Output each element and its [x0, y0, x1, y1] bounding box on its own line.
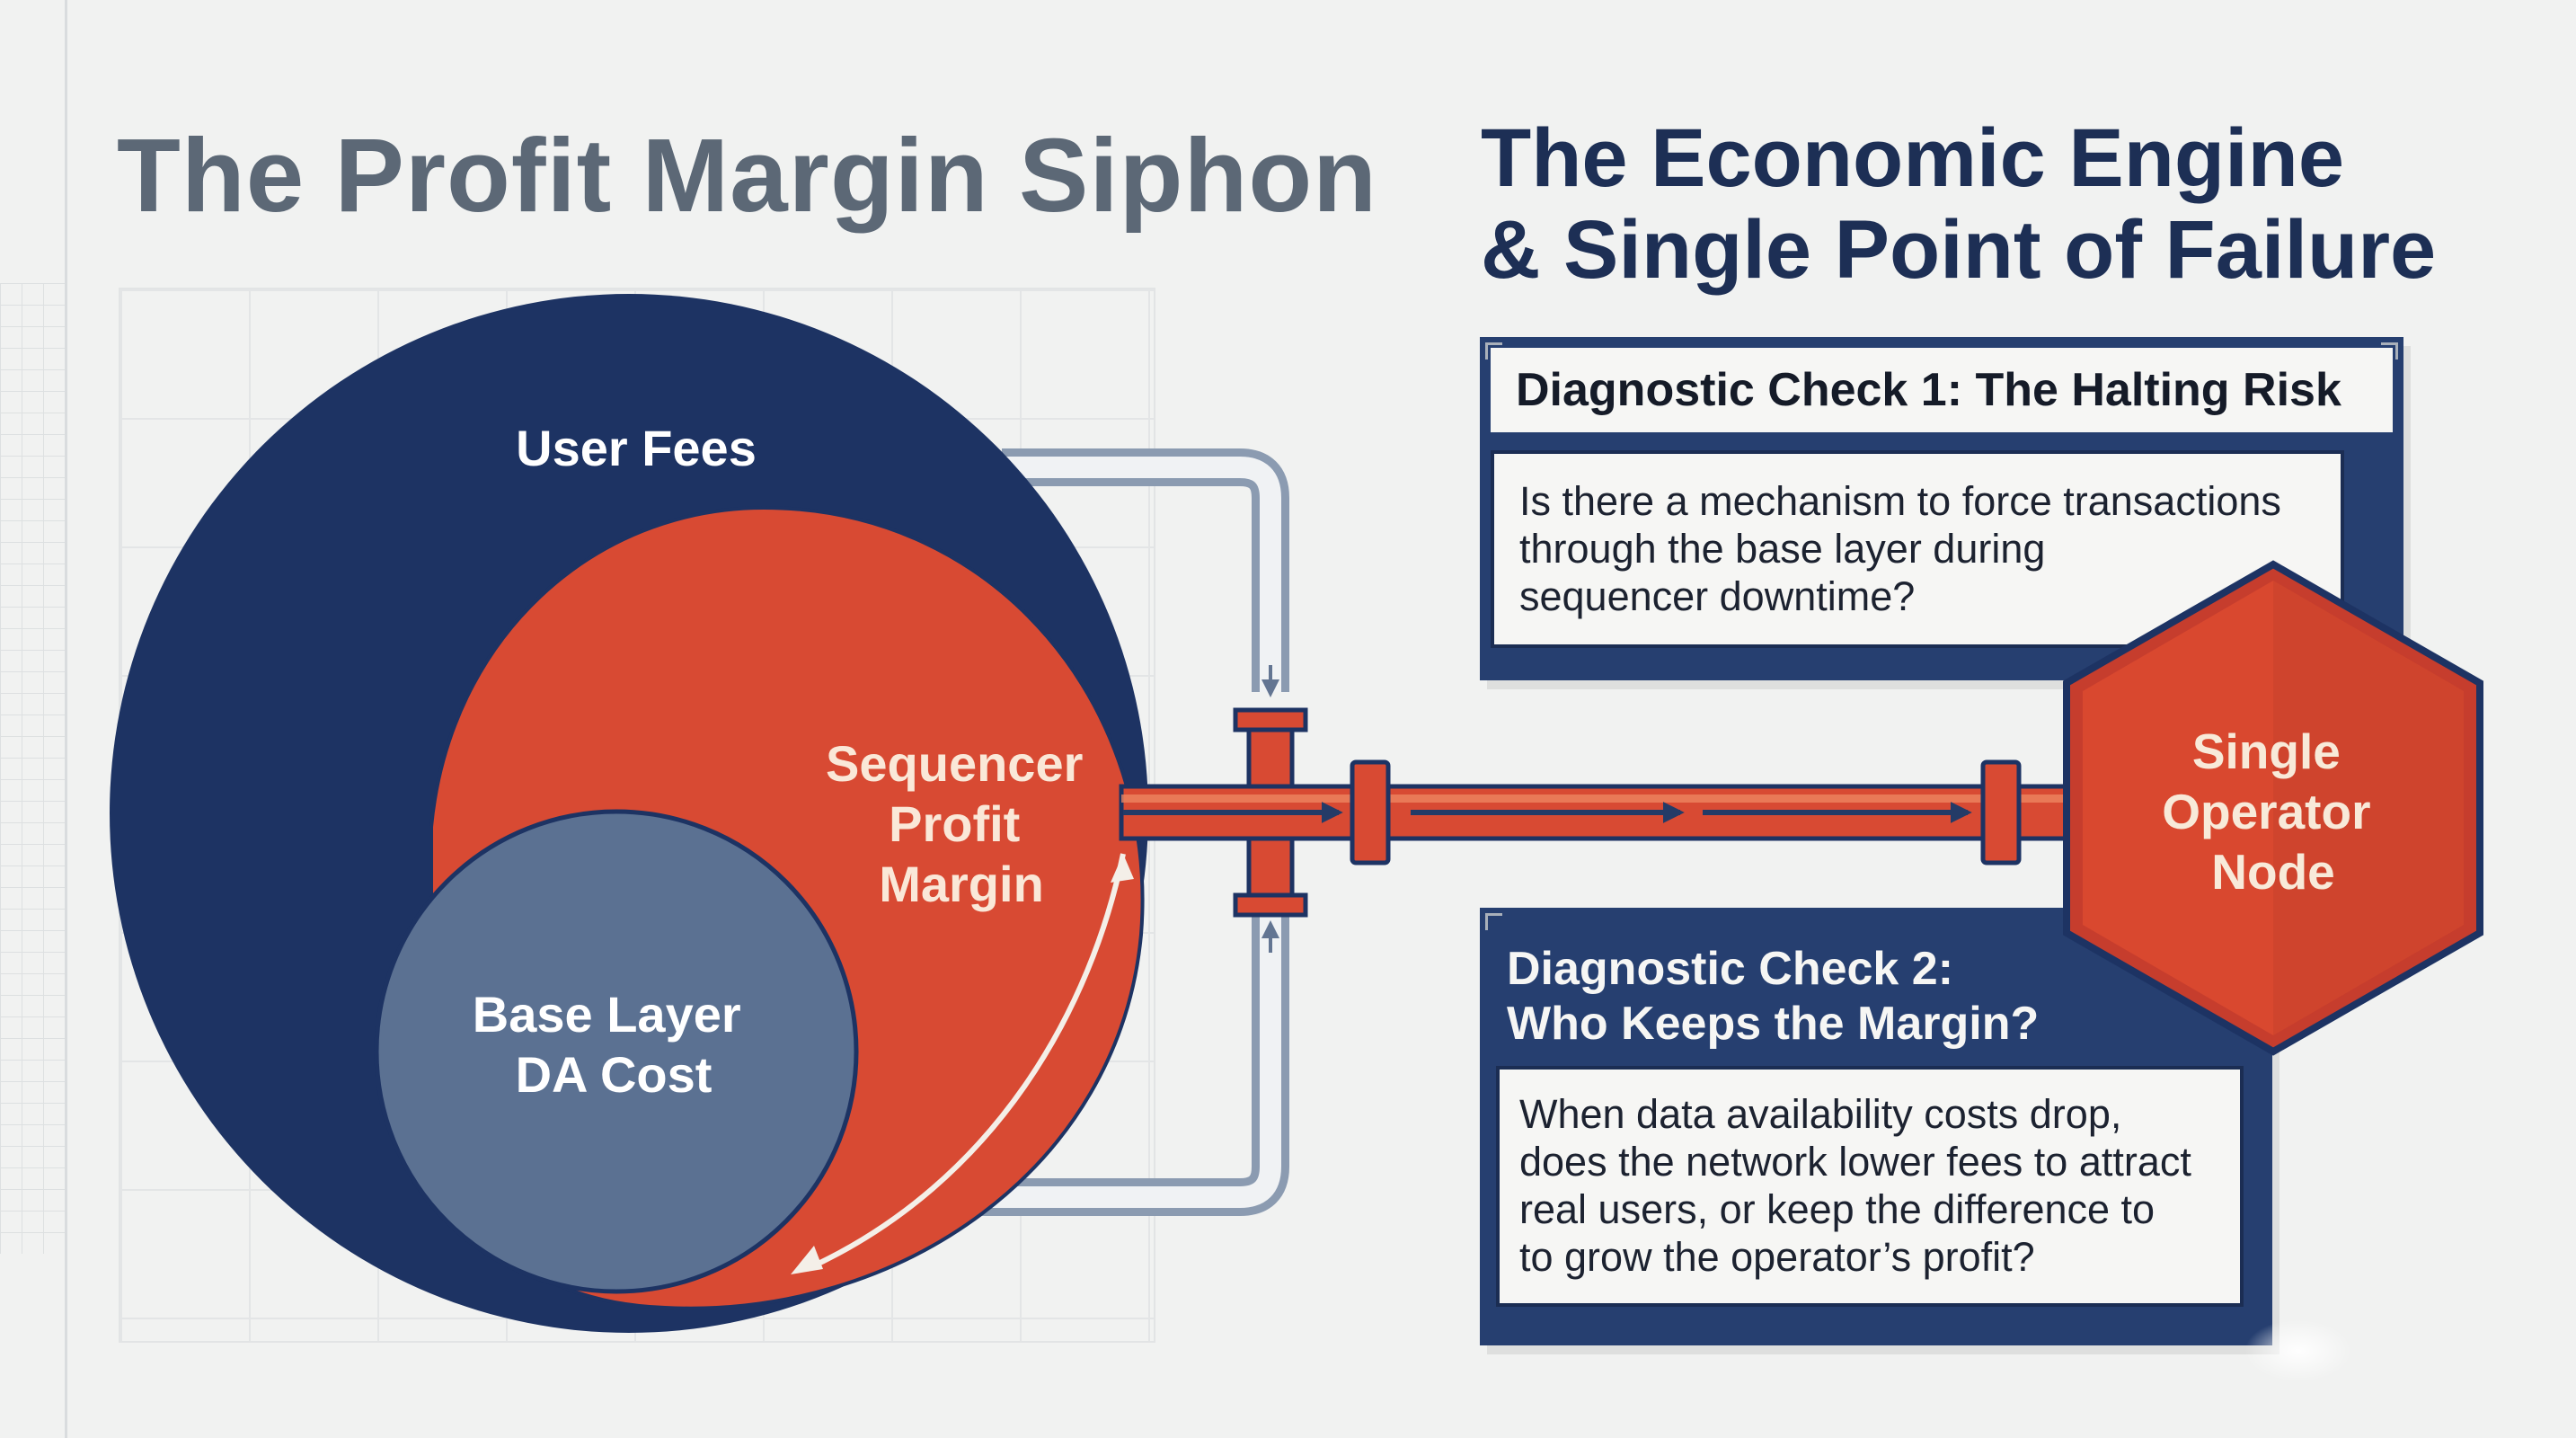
check-1-title: Diagnostic Check 1: The Halting Risk — [1491, 348, 2393, 432]
right-title-line-2: & Single Point of Failure — [1481, 204, 2437, 296]
left-title: The Profit Margin Siphon — [117, 117, 1378, 234]
corner-tick — [1485, 342, 1502, 360]
base-layer-circle — [374, 809, 859, 1294]
right-title-line-1: The Economic Engine — [1481, 112, 2345, 204]
node-label: Single Operator Node — [2162, 723, 2385, 900]
base-layer-line: DA Cost — [516, 1046, 713, 1103]
node-label-line: Node — [2211, 844, 2335, 900]
node-label-line: Operator — [2162, 784, 2370, 839]
check-2-title: Diagnostic Check 2: Who Keeps the Margin… — [1507, 942, 2256, 1052]
sequencer-margin-line: Margin — [879, 856, 1044, 912]
return-loop-pipes — [907, 448, 1289, 1216]
left-rule — [65, 0, 67, 1438]
siphon-curve-arrow — [805, 853, 1126, 1272]
sequencer-margin-label: Sequencer Profit Margin — [826, 735, 1097, 912]
check-1-line: sequencer downtime? — [1519, 573, 1916, 619]
check-2-title-line: Who Keeps the Margin? — [1507, 998, 2040, 1050]
diagnostic-check-1: Diagnostic Check 1: The Halting Risk Is … — [1480, 337, 2403, 680]
corner-tick — [1485, 913, 1502, 930]
check-2-line: real users, or keep the difference to — [1519, 1186, 2156, 1232]
siphon-curve-arrowhead-icon — [791, 1246, 823, 1274]
single-operator-node: Single Operator Node — [2063, 560, 2483, 1056]
check-1-line: Is there a mechanism to force transactio… — [1519, 478, 2281, 524]
side-grid — [0, 283, 65, 1254]
corner-tick — [2381, 342, 2398, 360]
check-1-line: through the base layer during — [1519, 526, 2046, 572]
sequencer-margin-line: Sequencer — [826, 735, 1083, 792]
check-1-body: Is there a mechanism to force transactio… — [1491, 450, 2344, 648]
right-title: The Economic Engine & Single Point of Fa… — [1481, 112, 2436, 296]
corner-glow — [2244, 1319, 2352, 1382]
check-2-line: does the network lower fees to attract — [1519, 1139, 2191, 1185]
check-2-body: When data availability costs drop, does … — [1496, 1066, 2244, 1307]
base-layer-line: Base Layer — [473, 986, 741, 1043]
sequencer-margin-line: Profit — [889, 795, 1020, 852]
check-2-title-line: Diagnostic Check 2: — [1507, 943, 1954, 995]
base-layer-label: Base Layer DA Cost — [473, 986, 755, 1103]
check-2-line: When data availability costs drop, — [1519, 1091, 2122, 1137]
user-fees-label: User Fees — [516, 420, 757, 476]
siphon-curve-arrowhead-icon — [1111, 854, 1134, 883]
siphon-pipe — [1119, 707, 2103, 918]
node-label-line: Single — [2192, 723, 2341, 779]
diagnostic-check-2: Diagnostic Check 2: Who Keeps the Margin… — [1480, 908, 2272, 1345]
check-2-line: to grow the operator’s profit? — [1519, 1234, 2035, 1280]
